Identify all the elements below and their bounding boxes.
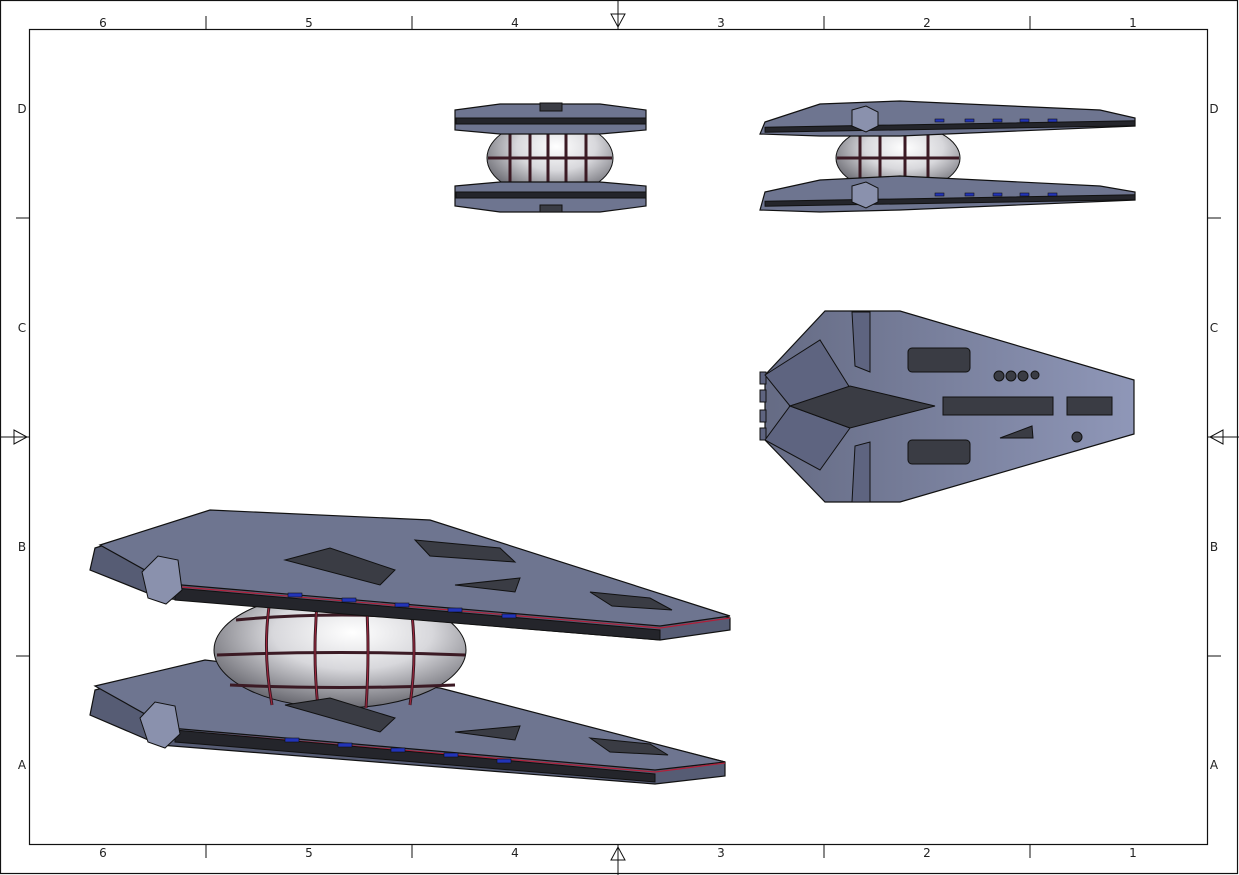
side-view [759, 100, 1136, 213]
column-label-top: 2 [923, 16, 931, 30]
row-label-right: B [1210, 540, 1218, 554]
column-label-bottom: 4 [511, 846, 519, 860]
column-label-bottom: 3 [717, 846, 725, 860]
zone-ticks [16, 16, 1221, 858]
row-label-left: B [18, 540, 26, 554]
row-label-right: D [1209, 102, 1218, 116]
column-label-bottom: 5 [305, 846, 313, 860]
row-label-left: A [18, 758, 27, 772]
column-label-top: 6 [99, 16, 107, 30]
column-label-top: 4 [511, 16, 519, 30]
column-label-top: 3 [717, 16, 725, 30]
column-label-bottom: 6 [99, 846, 107, 860]
row-label-left: D [17, 102, 26, 116]
column-label-top: 5 [305, 16, 313, 30]
front-view [454, 102, 647, 213]
row-label-right: C [1210, 321, 1218, 335]
top-view [759, 310, 1135, 503]
isometric-view [89, 509, 731, 785]
row-label-right: A [1210, 758, 1219, 772]
column-label-top: 1 [1129, 16, 1137, 30]
row-label-left: C [18, 321, 26, 335]
column-label-bottom: 1 [1129, 846, 1137, 860]
column-label-bottom: 2 [923, 846, 931, 860]
inner-border [28, 28, 1209, 846]
